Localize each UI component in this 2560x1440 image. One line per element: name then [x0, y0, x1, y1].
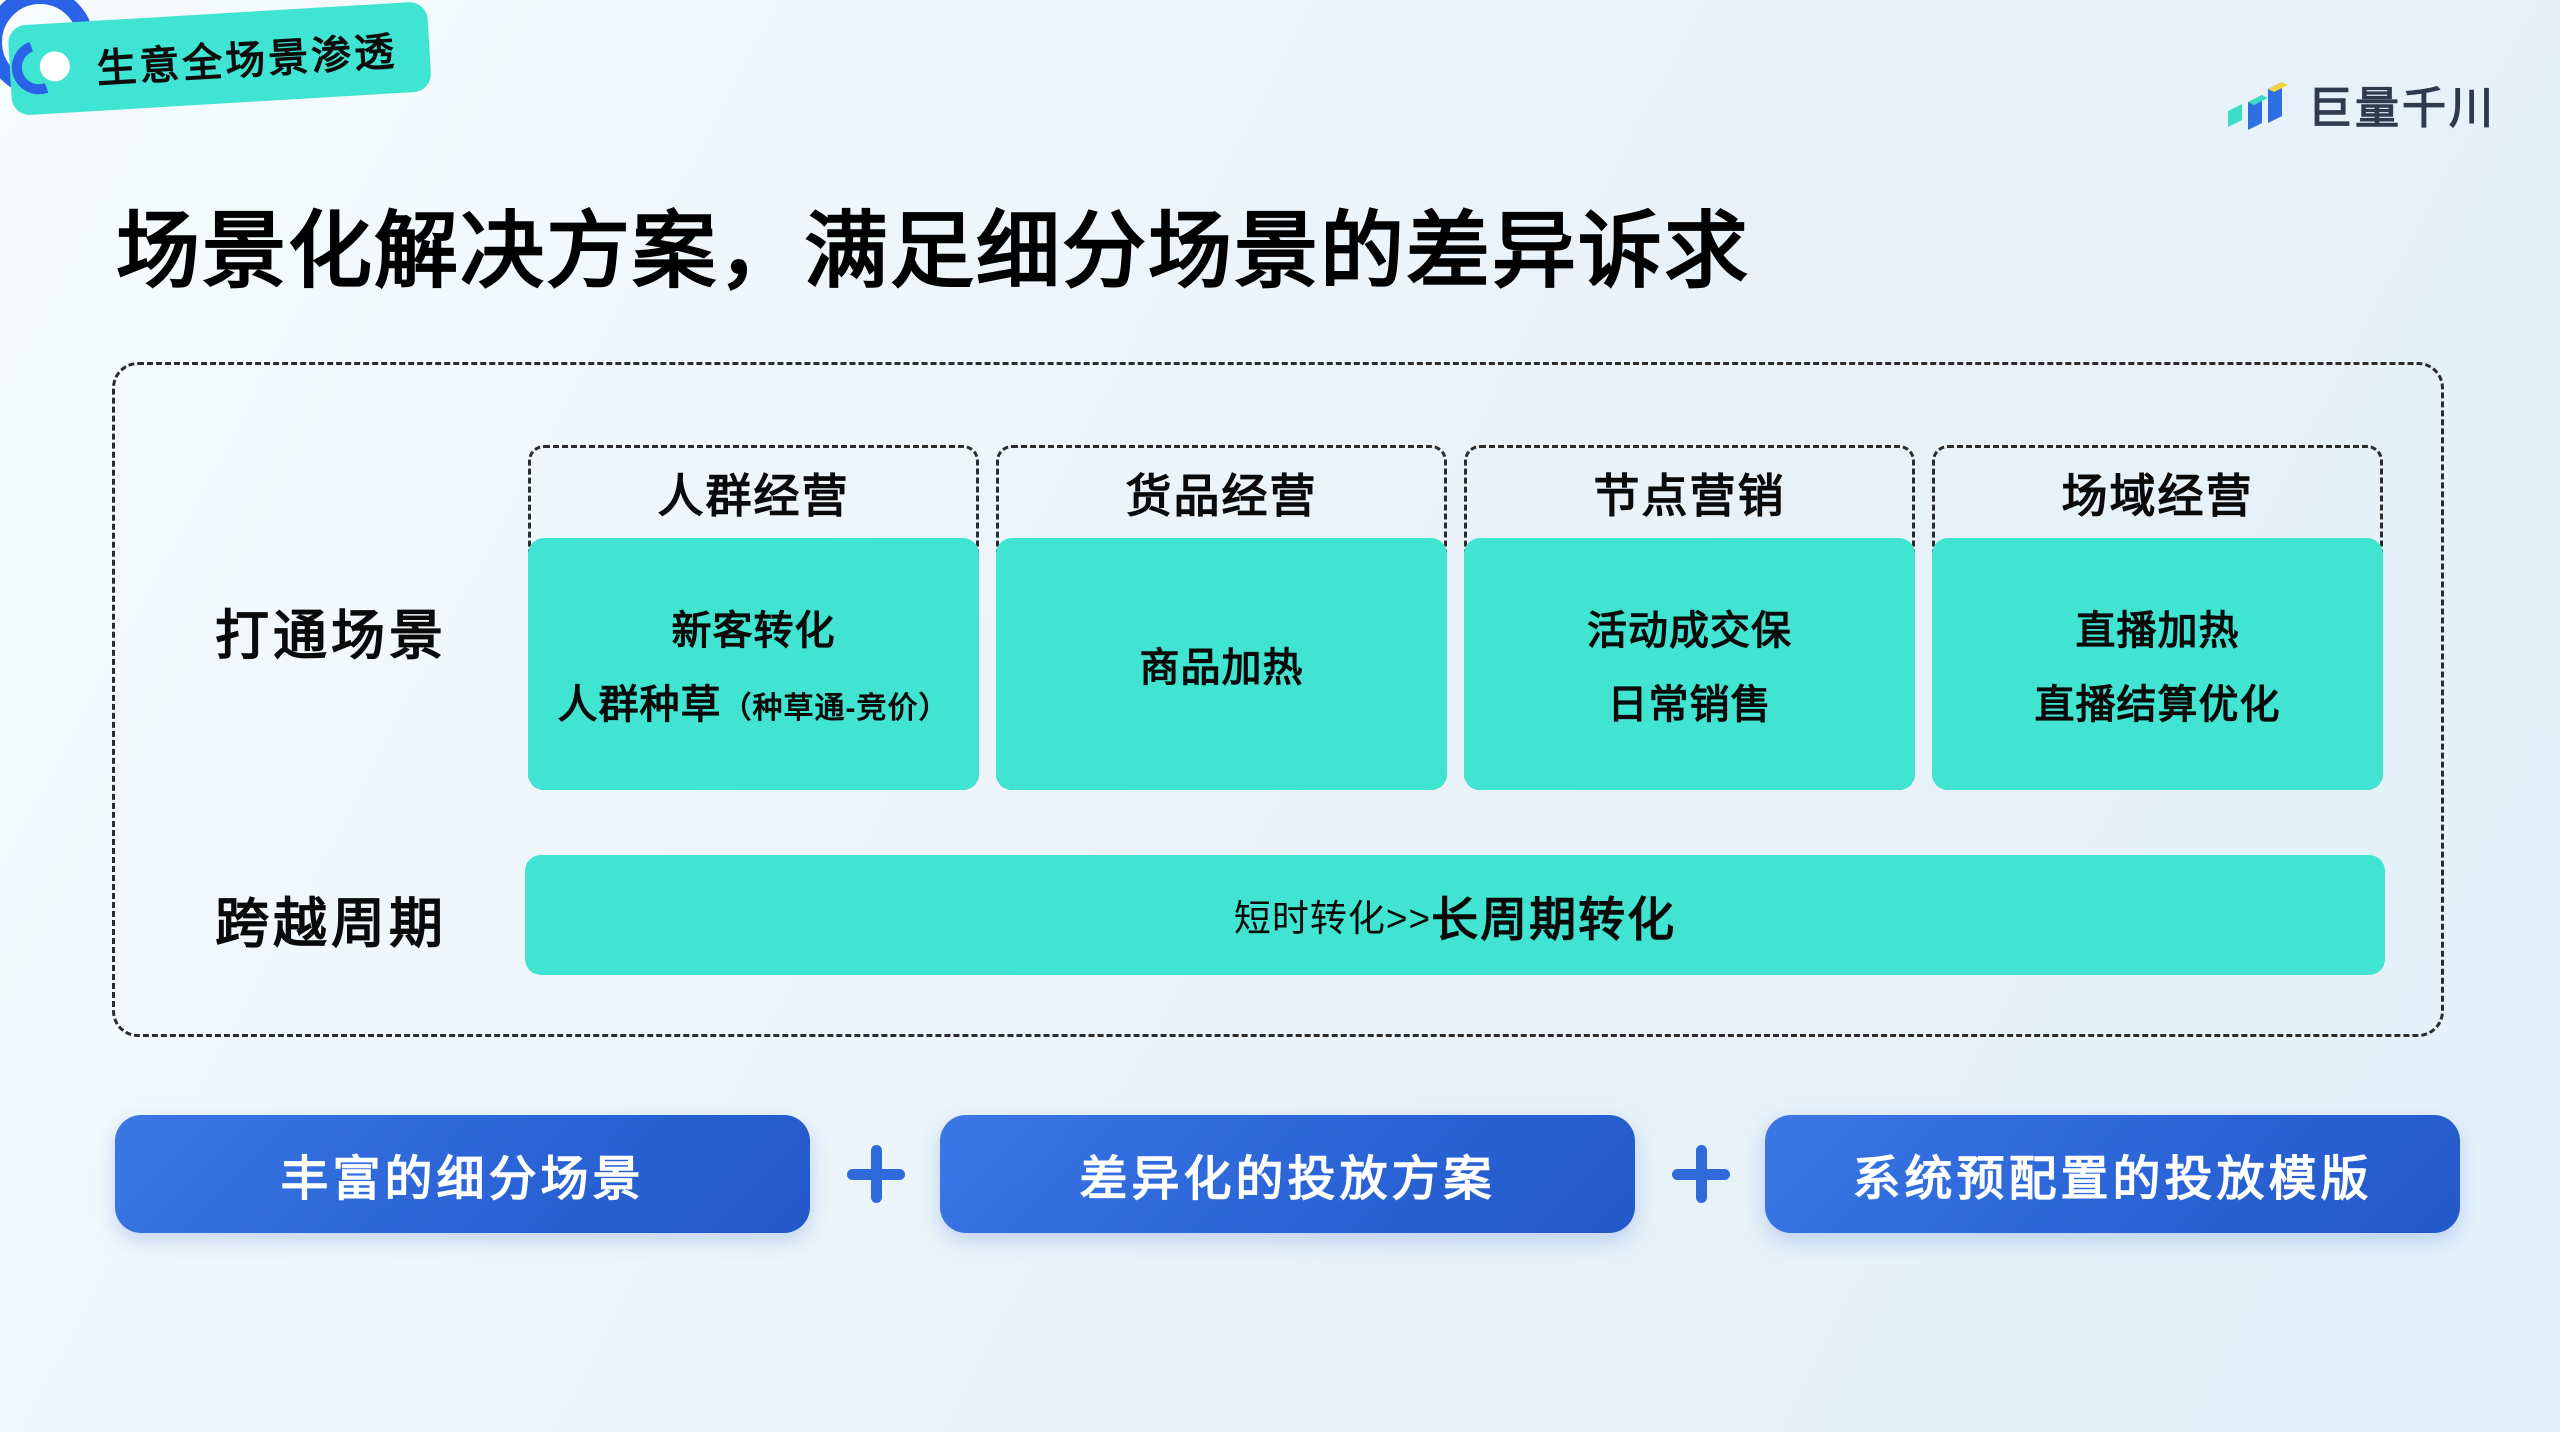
- column-goods: 货品经营 商品加热: [996, 445, 1447, 790]
- cycle-emphasis: 长周期转化: [1431, 892, 1677, 946]
- card-line: 人群种草（种草通-竞价）: [558, 672, 950, 730]
- card-goods: 商品加热: [996, 538, 1447, 790]
- card-line: 日常销售: [1607, 683, 1772, 727]
- column-header-field-operation: 场域经营: [2061, 470, 2254, 522]
- card-line: 新客转化: [671, 609, 836, 653]
- bar-chart-3d-icon: [2228, 82, 2288, 130]
- card-node-marketing: 活动成交保 日常销售: [1464, 538, 1915, 790]
- column-header-goods: 货品经营: [1125, 470, 1318, 522]
- column-header-audience: 人群经营: [657, 470, 850, 522]
- cycle-prefix: 短时转化>>: [1233, 898, 1432, 939]
- card-line: 活动成交保: [1587, 609, 1792, 653]
- bottom-strip: [0, 1432, 2560, 1440]
- card-line: 商品加热: [1139, 646, 1304, 690]
- column-node-marketing: 节点营销 活动成交保 日常销售: [1464, 445, 1915, 790]
- cycle-conversion-bar: 短时转化>>长周期转化: [525, 855, 2385, 975]
- column-audience: 人群经营 新客转化 人群种草（种草通-竞价）: [528, 445, 979, 790]
- pill-differentiated-plans[interactable]: 差异化的投放方案: [940, 1115, 1635, 1233]
- card-line-note: （种草通-竞价）: [721, 692, 950, 725]
- card-line: 直播结算优化: [2034, 683, 2281, 727]
- pill-rich-scenarios[interactable]: 丰富的细分场景: [115, 1115, 810, 1233]
- plus-icon: [847, 1145, 905, 1203]
- card-line: 直播加热: [2075, 609, 2240, 653]
- card-line-main: 人群种草: [557, 683, 722, 727]
- column-header-node-marketing: 节点营销: [1593, 470, 1786, 522]
- qianchuan-logo: 巨量千川: [2226, 72, 2496, 136]
- scenario-board: 打通场景 跨越周期 人群经营 新客转化 人群种草（种草通-竞价） 货品经营 商品…: [112, 362, 2444, 1037]
- badge-label: 生意全场景渗透: [95, 30, 399, 92]
- column-field-operation: 场域经营 直播加热 直播结算优化: [1932, 445, 2383, 790]
- row-label-cross-cycle: 跨越周期: [215, 894, 447, 954]
- page-title: 场景化解决方案，满足细分场景的差异诉求: [116, 204, 1751, 299]
- plus-icon: [1672, 1145, 1730, 1203]
- card-field-operation: 直播加热 直播结算优化: [1932, 538, 2383, 790]
- row-label-connect-scenes: 打通场景: [215, 606, 447, 666]
- pill-preset-templates[interactable]: 系统预配置的投放模版: [1765, 1115, 2460, 1233]
- card-audience: 新客转化 人群种草（种草通-竞价）: [528, 538, 979, 790]
- logo-text: 巨量千川: [2308, 84, 2496, 133]
